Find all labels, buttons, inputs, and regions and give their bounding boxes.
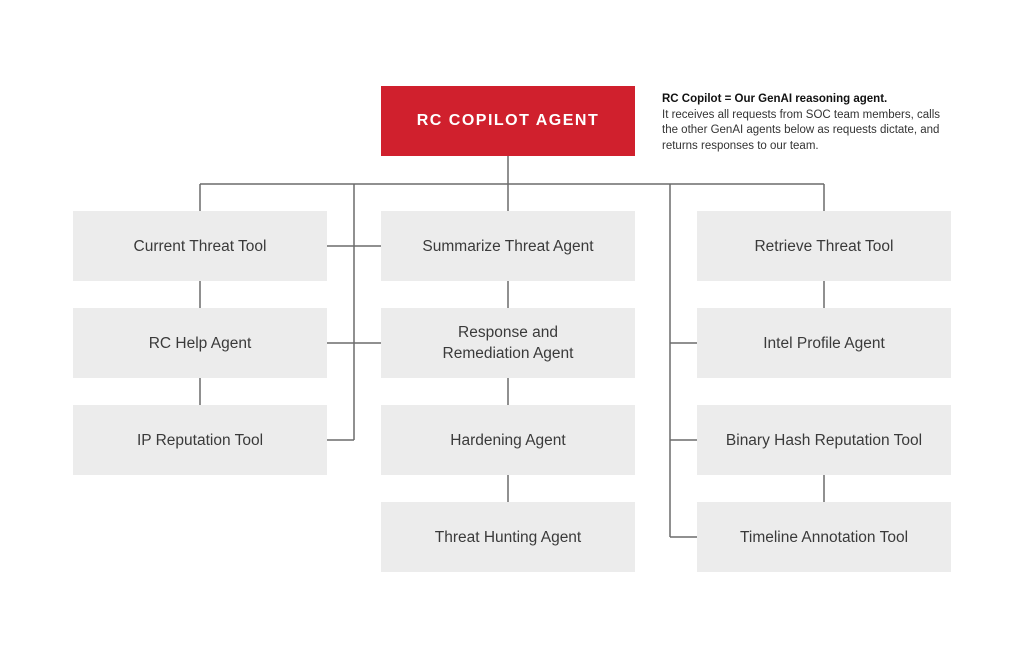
note-body: It receives all requests from SOC team m… bbox=[662, 108, 940, 152]
node-label: Response and Remediation Agent bbox=[442, 324, 574, 362]
node-label: Threat Hunting Agent bbox=[434, 528, 582, 546]
node-label: Timeline Annotation Tool bbox=[739, 528, 909, 546]
node-label: Current Threat Tool bbox=[133, 237, 267, 255]
node-label: Summarize Threat Agent bbox=[422, 237, 594, 255]
rc-help-agent-node: RC Help Agent bbox=[73, 308, 327, 378]
current-threat-tool-node: Current Threat Tool bbox=[73, 211, 327, 281]
node-label: Hardening Agent bbox=[450, 431, 566, 449]
summarize-threat-agent-node: Summarize Threat Agent bbox=[381, 211, 635, 281]
intel-profile-agent-node: Intel Profile Agent bbox=[697, 308, 951, 378]
node-label: Retrieve Threat Tool bbox=[754, 237, 894, 255]
node-label: RC Help Agent bbox=[148, 334, 252, 352]
copilot-description-note: RC Copilot = Our GenAI reasoning agent. … bbox=[662, 92, 942, 154]
node-label: Intel Profile Agent bbox=[763, 334, 885, 352]
note-title: RC Copilot = Our GenAI reasoning agent. bbox=[662, 93, 888, 105]
node-label: IP Reputation Tool bbox=[136, 431, 264, 449]
rc-copilot-agent-label: RC COPILOT AGENT bbox=[416, 112, 600, 129]
rc-copilot-agent-node: RC COPILOT AGENT bbox=[381, 86, 635, 156]
timeline-annotation-tool-node: Timeline Annotation Tool bbox=[697, 502, 951, 572]
retrieve-threat-tool-node: Retrieve Threat Tool bbox=[697, 211, 951, 281]
node-label: Binary Hash Reputation Tool bbox=[725, 431, 923, 449]
binary-hash-reputation-tool-node: Binary Hash Reputation Tool bbox=[697, 405, 951, 475]
threat-hunting-agent-node: Threat Hunting Agent bbox=[381, 502, 635, 572]
hardening-agent-node: Hardening Agent bbox=[381, 405, 635, 475]
ip-reputation-tool-node: IP Reputation Tool bbox=[73, 405, 327, 475]
response-remediation-agent-node: Response and Remediation Agent bbox=[381, 308, 635, 378]
